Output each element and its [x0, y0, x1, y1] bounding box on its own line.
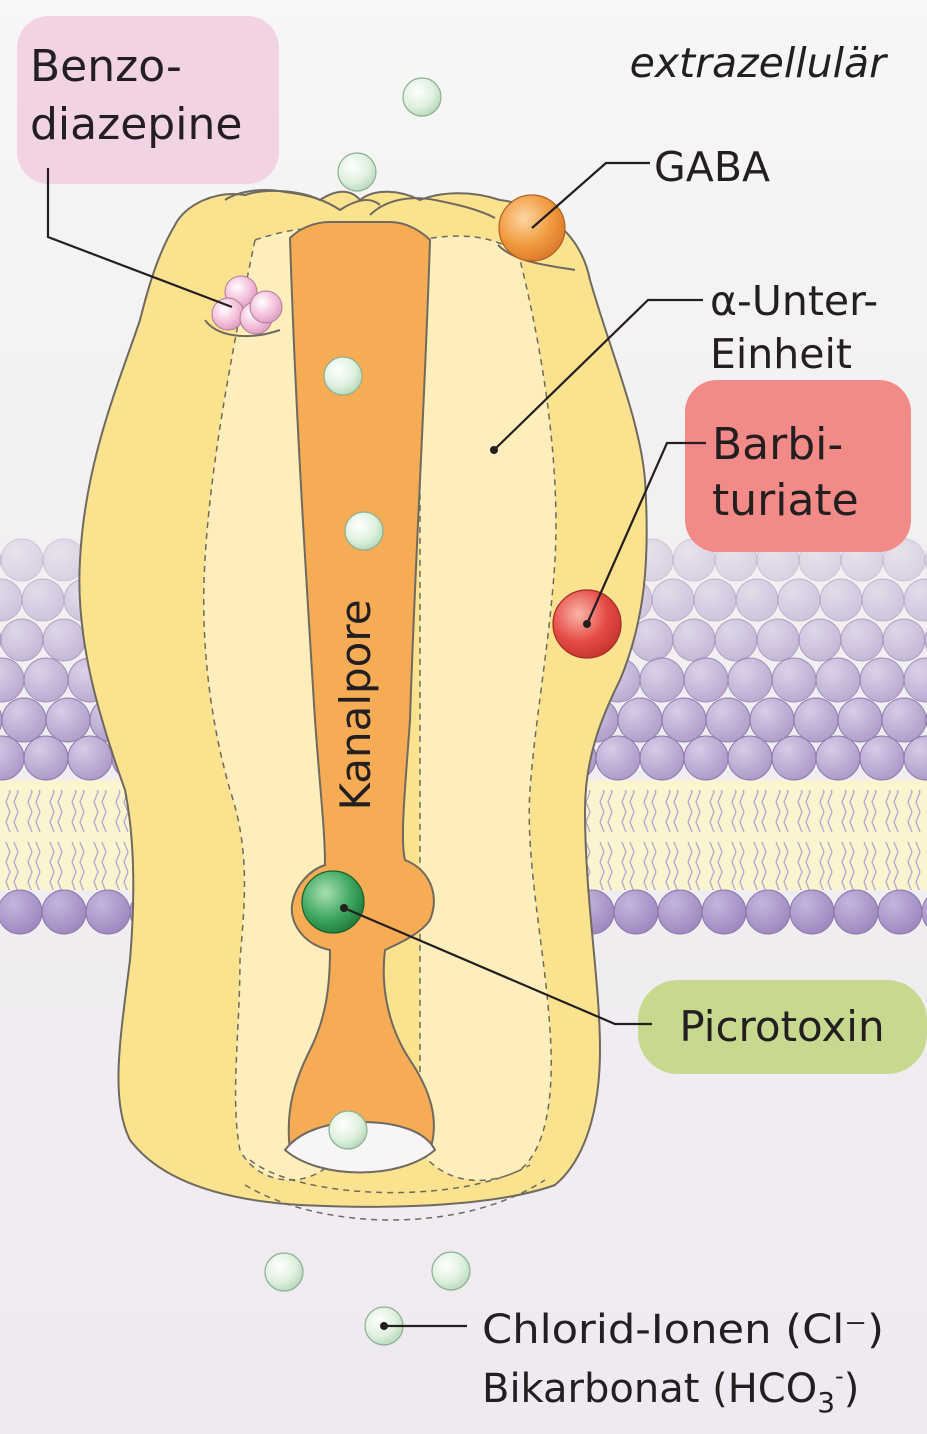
gaba-leader-line [531, 161, 650, 229]
bicarbonate-label: Bikarbonat (HCO3-) [482, 1362, 859, 1419]
picrotoxin-label-box [638, 980, 927, 1074]
barbiturate-leader-line [585, 441, 706, 625]
barbiturate-label-box [685, 380, 911, 552]
barbiturate-marker [583, 620, 591, 628]
chloride-ion-icon [328, 1110, 368, 1150]
leader-lines [46, 161, 706, 1328]
benzo-binding-pocket [204, 319, 281, 337]
benzodiazepine-molecule-icon [211, 275, 283, 335]
gaba-a-receptor [78, 189, 648, 1221]
chloride-ion-icon [264, 1252, 304, 1292]
barbiturate-label-line2: turiate [712, 475, 859, 526]
chloride-ion-icon [337, 152, 377, 192]
channel-pore-label: Kanalpore [331, 599, 380, 810]
chloride-ion-icon [431, 1251, 471, 1291]
benzo-leader-line [46, 168, 233, 309]
bicarbonate-subscript: 3 [817, 1386, 835, 1419]
benzodiazepine-label-line1: Benzo- [30, 41, 182, 92]
alpha-subunit-label-line1: α-Unter- [710, 277, 878, 325]
chloride-ions [264, 77, 471, 1346]
ion-marker [380, 1322, 388, 1330]
gaba-binding-pocket [497, 244, 576, 271]
extracellular-label: extrazellulär [630, 39, 889, 87]
picrotoxin-label: Picrotoxin [679, 1002, 884, 1051]
alpha-subunit-leader-line [493, 298, 703, 451]
chloride-ion-icon [323, 356, 363, 396]
chloride-ion-icon [402, 77, 442, 117]
alpha-subunit-label-line2: Einheit [710, 330, 852, 378]
picrotoxin-marker [340, 904, 348, 912]
gaba-label: GABA [654, 143, 770, 191]
benzodiazepine-label-box [17, 16, 279, 184]
barbiturate-label-line1: Barbi- [712, 419, 843, 470]
bicarbonate-label-main: Bikarbonat (HCO [482, 1366, 817, 1412]
chloride-ion-icon [344, 511, 384, 551]
chloride-ions-label: Chlorid-Ionen (Cl⁻) [482, 1307, 884, 1353]
benzodiazepine-label-line2: diazepine [30, 99, 242, 150]
picrotoxin-leader-line [343, 906, 652, 1026]
bicarbonate-superscript: - [835, 1362, 844, 1390]
alpha-subunit-marker [490, 446, 498, 454]
bicarbonate-close-paren: ) [844, 1366, 860, 1412]
picrotoxin-molecule-icon [301, 870, 365, 934]
